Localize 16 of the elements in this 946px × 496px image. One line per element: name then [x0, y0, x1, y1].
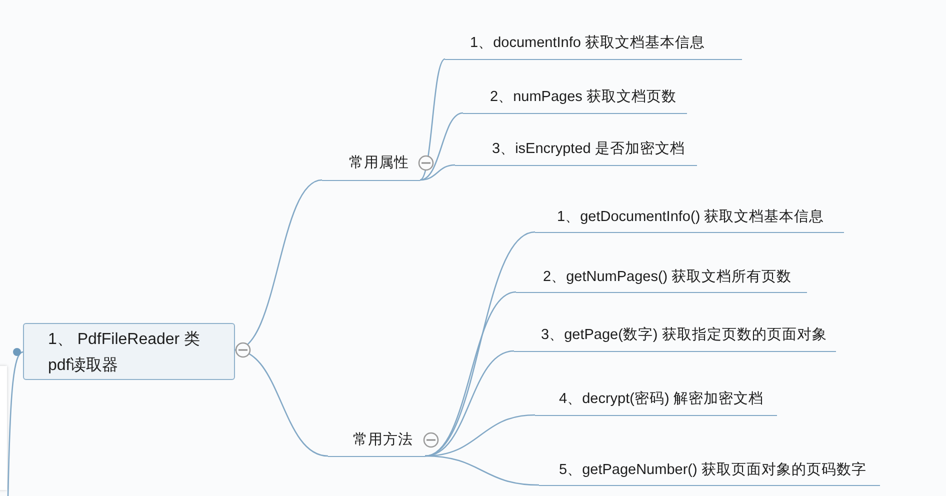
subtopic-text: 5、getPageNumber() 获取页面对象的页码数字	[539, 460, 880, 486]
subtopic-text: 2、numPages 获取文档页数	[463, 87, 687, 114]
subtopic-text: 4、decrypt(密码) 解密加密文档	[535, 389, 777, 416]
connector-line	[7, 350, 24, 496]
connector-line	[424, 350, 514, 457]
connector-line	[424, 291, 516, 457]
connector-line	[420, 164, 456, 181]
subtopic-text: 2、getNumPages() 获取文档所有页数	[516, 267, 807, 293]
subtopic-text: 1、getDocumentInfo() 获取文档基本信息	[535, 207, 844, 233]
subtopic-text: 3、getPage(数字) 获取指定页数的页面对象	[514, 325, 836, 352]
connector-line	[424, 455, 540, 486]
subtopic-text: 3、isEncrypted 是否加密文档	[455, 139, 697, 166]
subtopic-text: 1、documentInfo 获取文档基本信息	[445, 33, 742, 60]
connector-line	[420, 112, 464, 181]
connector-line	[420, 58, 446, 180]
central-topic-box: 1、 PdfFileReader 类 pdf读取器	[23, 323, 235, 380]
